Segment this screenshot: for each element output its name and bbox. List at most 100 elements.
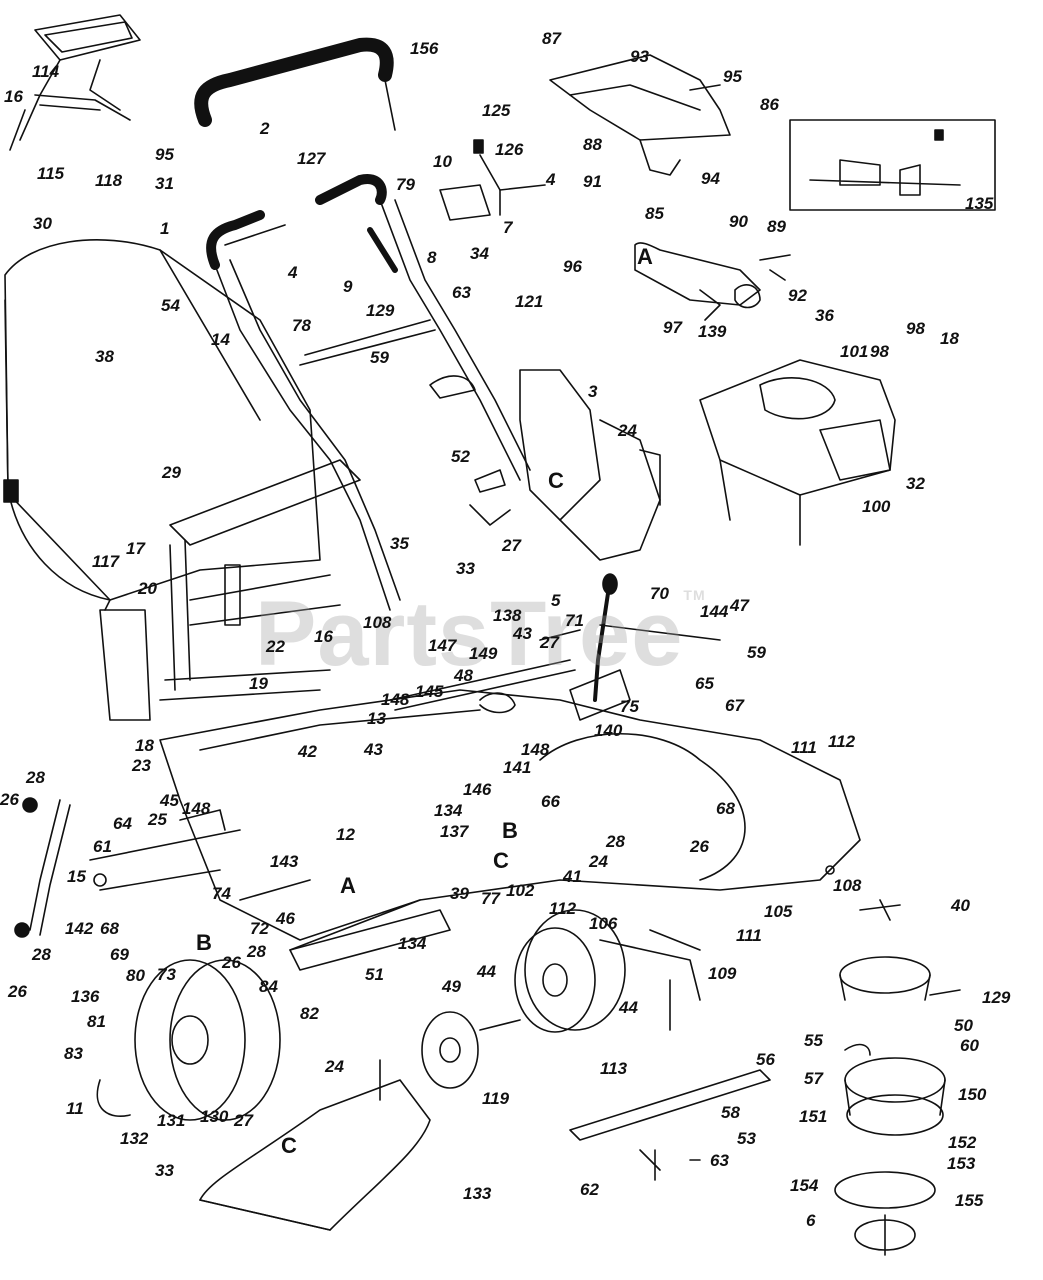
part-number-label: 117: [92, 552, 120, 571]
part-number-label: 156: [410, 39, 439, 58]
part-number-label: 105: [764, 902, 793, 921]
part-number-label: 98: [870, 342, 889, 361]
part-number-label: 97: [663, 318, 682, 337]
part-number-label: 140: [594, 721, 623, 740]
part-number-label: 44: [619, 998, 638, 1017]
main-handle: [194, 37, 396, 131]
part-number-label: 23: [132, 756, 151, 775]
part-number-label: 146: [463, 780, 492, 799]
upper-handle-assembly-left: [9, 14, 141, 151]
part-number-label: 60: [960, 1036, 979, 1055]
part-number-label: 70: [650, 584, 669, 603]
part-number-label: 108: [833, 876, 862, 895]
part-number-label: 127: [297, 149, 326, 168]
watermark-trademark: TM: [683, 587, 706, 603]
part-number-label: 42: [298, 742, 317, 761]
part-number-label: 47: [730, 596, 749, 615]
part-number-label: 43: [513, 624, 532, 643]
rear-deflector: [199, 1059, 431, 1231]
part-number-label: 138: [493, 606, 522, 625]
part-number-label: 4: [288, 263, 298, 282]
part-number-label: 26: [0, 790, 19, 809]
part-number-label: 44: [477, 962, 496, 981]
part-number-label: 27: [234, 1111, 253, 1130]
part-number-label: 10: [433, 152, 452, 171]
part-number-label: A: [637, 244, 653, 269]
part-number-label: 27: [540, 633, 559, 652]
part-number-label: 54: [161, 296, 180, 315]
part-number-label: 151: [799, 1107, 828, 1126]
part-number-label: 16: [4, 87, 23, 106]
part-number-label: 22: [266, 637, 285, 656]
part-number-label: 30: [33, 214, 52, 233]
part-number-label: 41: [563, 867, 582, 886]
part-number-label: 118: [95, 171, 123, 190]
grass-bag-frame: [99, 459, 361, 721]
part-number-label: 17: [126, 539, 145, 558]
part-number-label: 26: [690, 837, 709, 856]
part-number-label: 111: [791, 738, 817, 757]
part-number-label: 12: [336, 825, 355, 844]
part-number-label: 67: [725, 696, 744, 715]
throttle-control: [439, 139, 546, 221]
part-number-label: 102: [506, 881, 535, 900]
part-number-label: 108: [363, 613, 392, 632]
part-number-label: 24: [325, 1057, 344, 1076]
part-number-label: 33: [155, 1161, 174, 1180]
part-number-label: 106: [589, 914, 618, 933]
part-number-label: 63: [710, 1151, 729, 1170]
part-number-label: 56: [756, 1050, 775, 1069]
part-number-label: 134: [398, 934, 427, 953]
part-number-label: 73: [157, 965, 176, 984]
part-number-label: 98: [906, 319, 925, 338]
part-number-label: 137: [440, 822, 469, 841]
part-number-label: 16: [314, 627, 333, 646]
part-number-label: 9: [343, 277, 353, 296]
part-number-label: 135: [965, 194, 994, 213]
part-number-label: 8: [427, 248, 437, 267]
part-number-label: 155: [955, 1191, 984, 1210]
part-number-label: C: [281, 1133, 297, 1158]
part-number-label: 34: [470, 244, 489, 263]
part-number-label: 119: [482, 1089, 510, 1108]
part-number-label: 50: [954, 1016, 973, 1035]
part-number-label: 3: [588, 382, 598, 401]
part-number-label: 7: [503, 218, 513, 237]
part-number-label: 13: [367, 709, 386, 728]
part-number-label: 69: [110, 945, 129, 964]
height-adjust-lever: [569, 573, 631, 721]
part-number-label: 95: [155, 145, 174, 164]
part-number-label: 109: [708, 964, 737, 983]
part-number-label: A: [340, 873, 356, 898]
left-height-adjuster: [14, 797, 241, 938]
part-number-label: 49: [442, 977, 461, 996]
part-number-label: 72: [250, 919, 269, 938]
part-number-label: 64: [113, 814, 132, 833]
part-number-label: 66: [541, 792, 560, 811]
part-number-label: 63: [452, 283, 471, 302]
part-number-label: 114: [32, 62, 60, 81]
part-number-label: 145: [415, 682, 444, 701]
part-number-label: 61: [93, 837, 112, 856]
part-number-label: 33: [456, 559, 475, 578]
part-number-label: 68: [100, 919, 119, 938]
part-number-label: 93: [630, 47, 649, 66]
drive-control-assembly: [634, 242, 791, 321]
part-number-label: 35: [390, 534, 409, 553]
front-axle-bracket: [239, 879, 451, 971]
part-number-label: 6: [806, 1211, 816, 1230]
part-number-label: 112: [549, 899, 577, 918]
part-number-label: 71: [565, 611, 584, 630]
part-number-label: 88: [583, 135, 602, 154]
mower-blade: [569, 1069, 771, 1171]
part-number-label: 1: [160, 219, 170, 238]
part-number-label: C: [548, 468, 564, 493]
part-number-label: 51: [365, 965, 384, 984]
part-number-label: 36: [815, 306, 834, 325]
part-number-label: 20: [138, 579, 157, 598]
part-number-label: 147: [428, 636, 457, 655]
part-number-label: 28: [247, 942, 266, 961]
part-number-label: 143: [270, 852, 299, 871]
part-number-label: 136: [71, 987, 100, 1006]
blade-adapter-stack: [834, 899, 946, 1256]
